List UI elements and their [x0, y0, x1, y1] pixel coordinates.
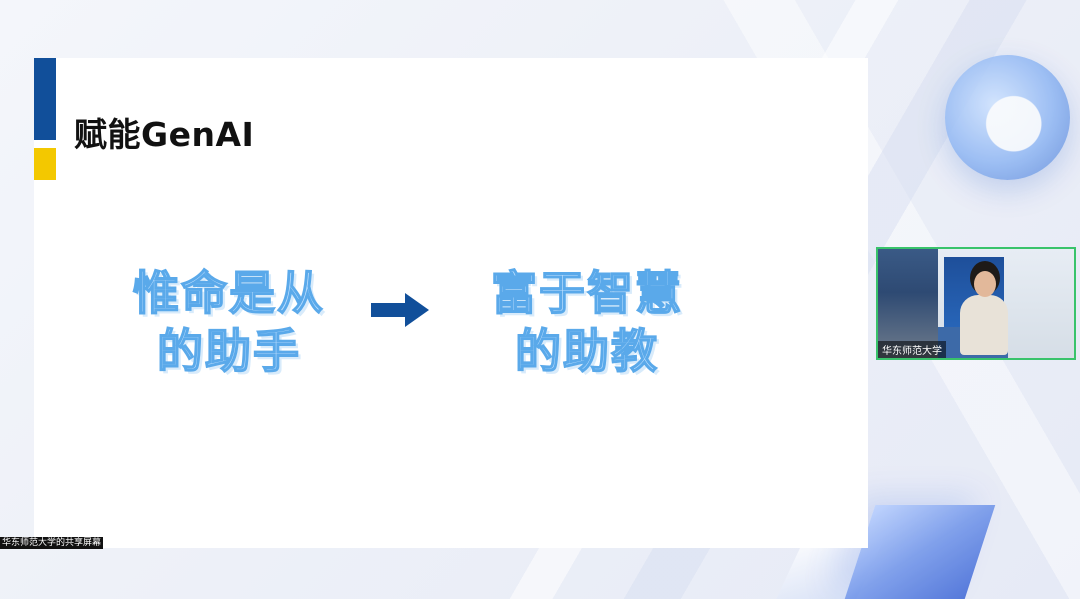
video-name-label: 华东师范大学 — [878, 341, 946, 358]
right-phrase: 富于智慧 的助教 — [482, 264, 692, 380]
speaker-body — [960, 295, 1008, 355]
right-phrase-line-1: 富于智慧 — [490, 265, 683, 321]
accent-bar-yellow — [34, 148, 56, 180]
speaker-head — [974, 271, 996, 297]
accent-bar-blue — [34, 58, 56, 140]
speaker-video-tile[interactable]: 华东师范大学 — [876, 247, 1076, 360]
right-phrase-line-2: 的助教 — [514, 323, 659, 379]
right-arrow-icon — [371, 293, 429, 327]
left-phrase-line-2: 的助手 — [156, 323, 301, 379]
left-phrase: 惟命是从 的助手 — [124, 264, 334, 380]
left-phrase-line-1: 惟命是从 — [132, 265, 325, 321]
screen-share-label: 华东师范大学的共享屏幕 — [0, 537, 104, 549]
decorative-ring — [945, 55, 1070, 180]
presentation-slide: 赋能GenAI 惟命是从 的助手 富于智慧 的助教 — [34, 58, 868, 548]
slide-title: 赋能GenAI — [74, 115, 255, 154]
